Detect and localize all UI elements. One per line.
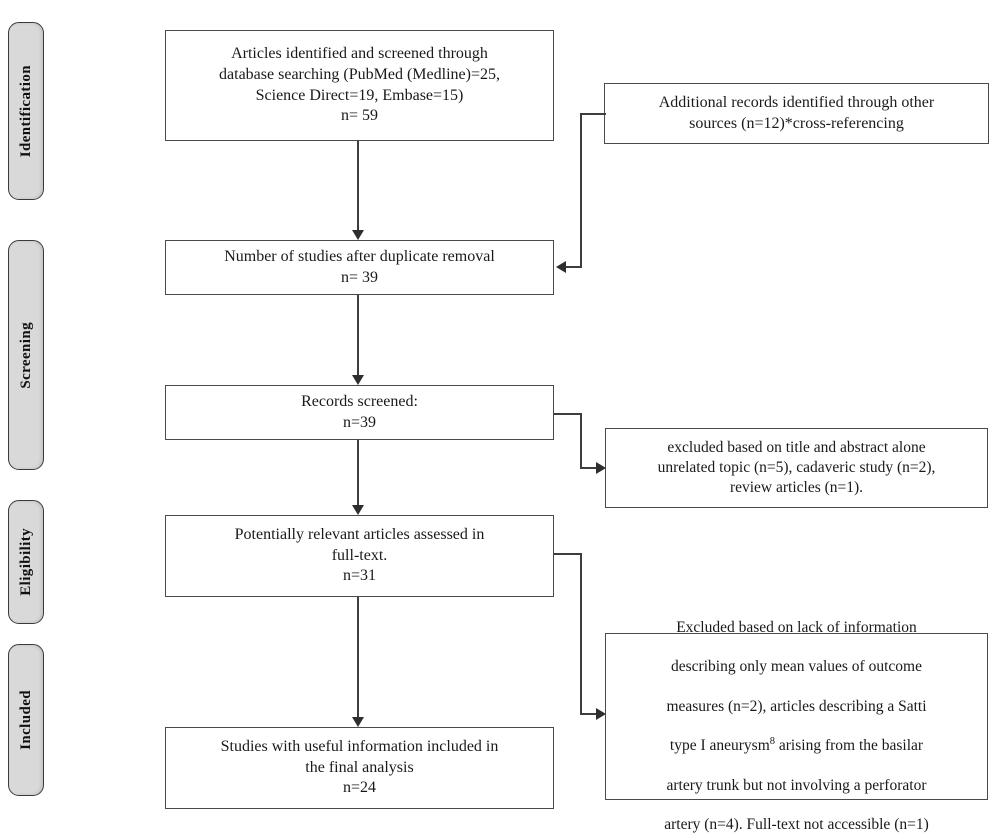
arrowhead-identified-to-duplicates [352, 230, 364, 240]
arrowhead-fulltext-to-excluded [596, 708, 606, 720]
arrowhead-screened-to-excluded [596, 462, 606, 474]
stage-badge-eligibility: Eligibility [8, 500, 44, 624]
excluded-line-6: artery (n=4). Full-text not accessible (… [664, 815, 929, 833]
excluded-line-4-pre: type I aneurysm [669, 737, 770, 755]
arrowhead-additional-to-duplicates [556, 261, 566, 273]
excluded-line-3: measures (n=2), articles describing a Sa… [666, 697, 927, 715]
box-articles-identified: Articles identified and screened through… [165, 30, 554, 141]
stage-badge-identification: Identification [8, 22, 44, 200]
box-excluded-title-abstract: excluded based on title and abstract alo… [605, 428, 988, 508]
excluded-line-5: artery trunk but not involving a perfora… [666, 776, 927, 794]
arrowhead-duplicates-to-screened [352, 375, 364, 385]
prisma-flow-diagram: Identification Screening Eligibility Inc… [8, 22, 989, 833]
box-excluded-full-text: Excluded based on lack of information de… [605, 619, 988, 833]
box-after-duplicate-removal: Number of studies after duplicate remova… [165, 240, 554, 295]
stage-label-identification: Identification [17, 64, 34, 158]
box-additional-records: Additional records identified through ot… [604, 83, 989, 144]
box-records-screened: Records screened: n=39 [165, 385, 554, 440]
connector-fulltext-to-included [357, 597, 359, 718]
connector-additional-v [580, 113, 582, 267]
box-excluded-full-text-text: Excluded based on lack of information de… [664, 598, 929, 834]
box-included-final: Studies with useful information included… [165, 727, 554, 809]
stage-label-screening: Screening [17, 321, 34, 389]
excluded-line-4-post: arising from the basilar [775, 737, 924, 755]
excluded-reference-superscript: 8 [769, 736, 776, 748]
box-full-text-assessed-text: Potentially relevant articles assessed i… [234, 525, 485, 585]
arrowhead-screened-to-fulltext [352, 505, 364, 515]
box-additional-records-text: Additional records identified through ot… [658, 93, 935, 132]
box-after-duplicate-removal-text: Number of studies after duplicate remova… [224, 247, 495, 286]
connector-duplicates-to-screened [357, 295, 359, 377]
box-full-text-assessed: Potentially relevant articles assessed i… [165, 515, 554, 597]
connector-fulltext-excluded-v [580, 553, 582, 714]
excluded-line-2: describing only mean values of outcome [671, 658, 922, 676]
connector-screened-excluded-h2 [580, 467, 598, 469]
stage-label-eligibility: Eligibility [17, 528, 34, 596]
connector-fulltext-excluded-h1 [554, 553, 581, 555]
stage-label-included: Included [17, 690, 34, 750]
stage-badge-screening: Screening [8, 240, 44, 470]
connector-additional-h2 [566, 266, 582, 268]
box-included-final-text: Studies with useful information included… [220, 737, 499, 797]
connector-additional-h1 [580, 113, 606, 115]
excluded-line-1: Excluded based on lack of information [676, 619, 917, 637]
box-records-screened-text: Records screened: n=39 [301, 392, 418, 431]
connector-screened-to-fulltext [357, 440, 359, 507]
box-excluded-title-abstract-text: excluded based on title and abstract alo… [657, 439, 936, 496]
box-articles-identified-text: Articles identified and screened through… [219, 44, 500, 125]
stage-badge-included: Included [8, 644, 44, 796]
connector-screened-excluded-v [580, 413, 582, 468]
connector-identified-to-duplicates [357, 141, 359, 233]
connector-fulltext-excluded-h2 [580, 713, 598, 715]
arrowhead-fulltext-to-included [352, 717, 364, 727]
connector-screened-excluded-h1 [554, 413, 581, 415]
